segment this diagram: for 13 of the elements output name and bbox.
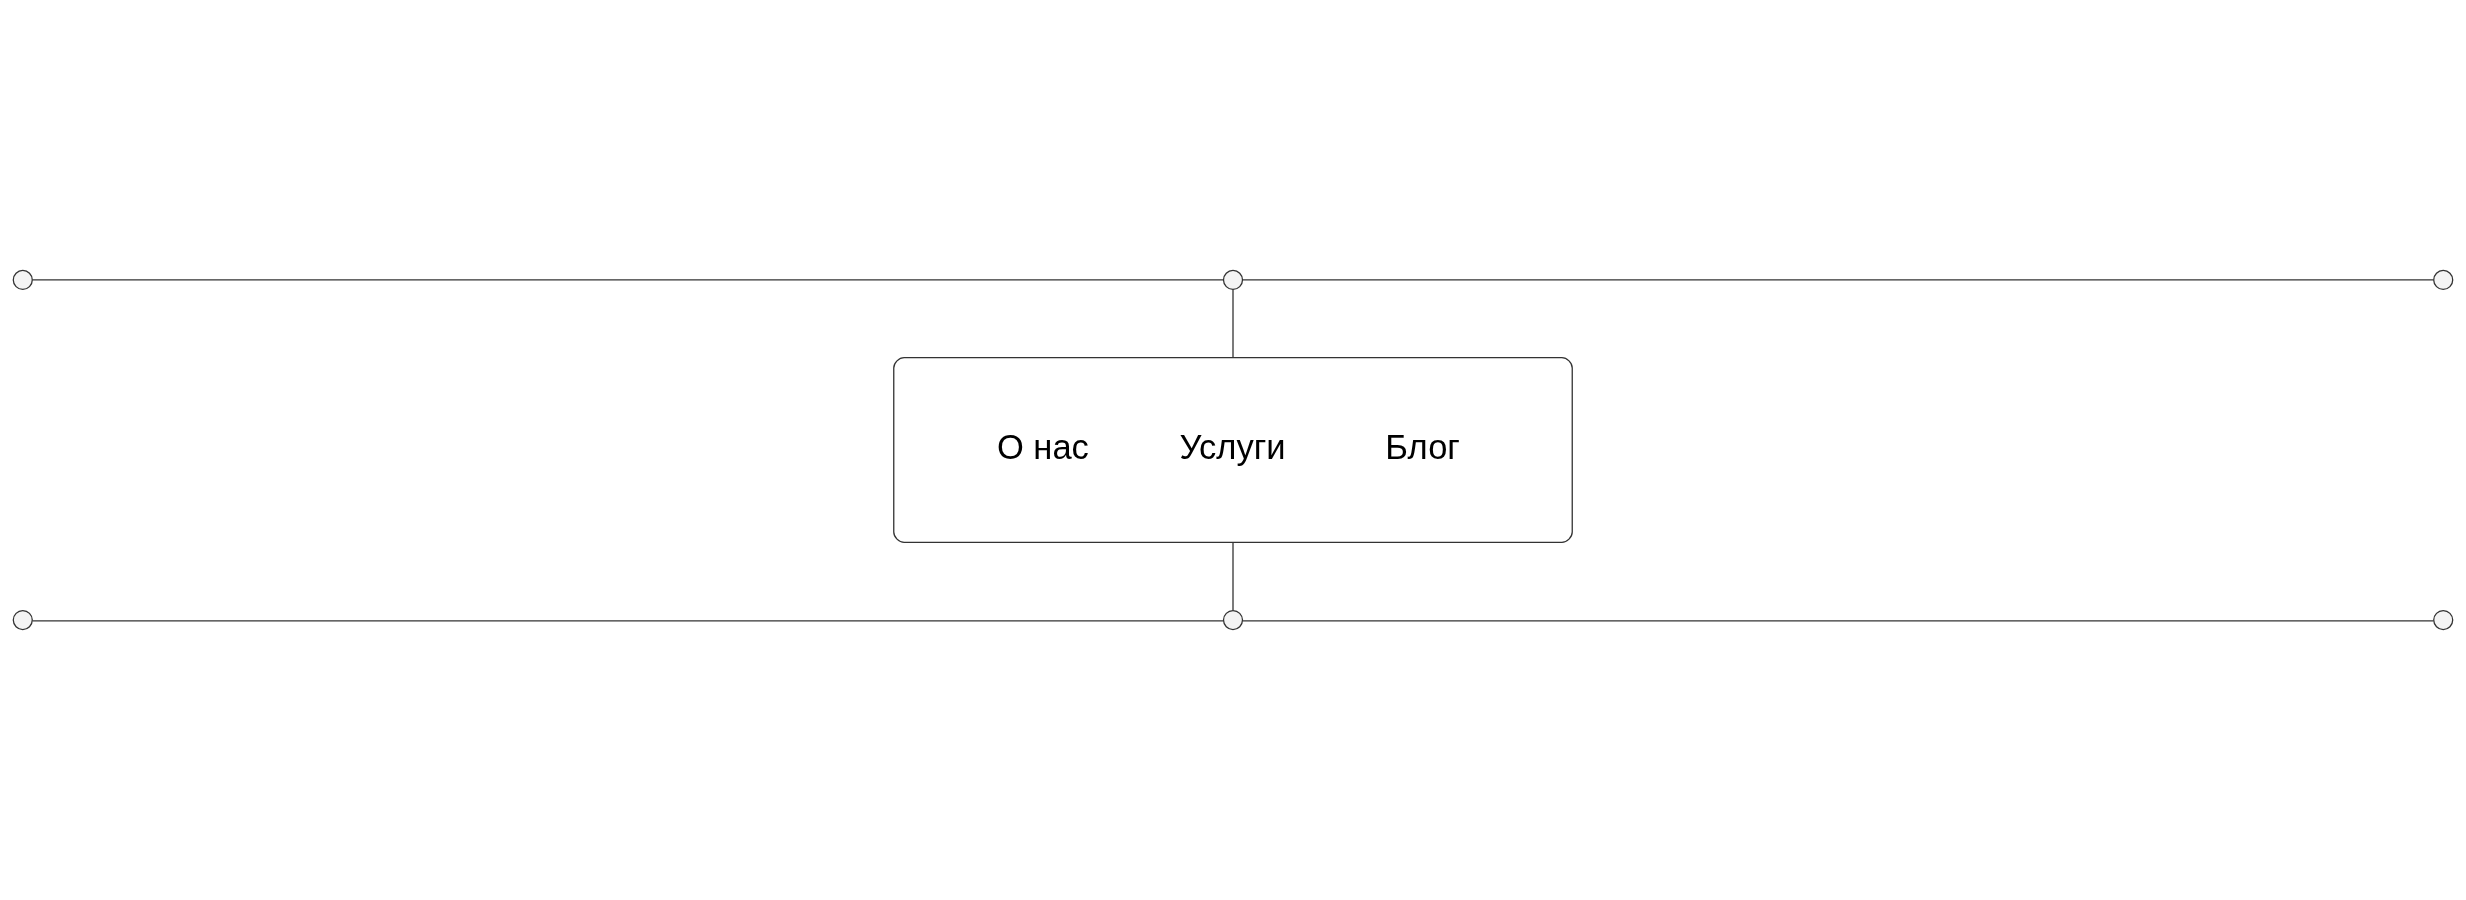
node-circle	[1222, 269, 1244, 291]
node-circle	[2433, 609, 2454, 631]
node-circle	[12, 269, 33, 291]
connector	[1242, 279, 2435, 281]
node-circle	[1222, 609, 1244, 631]
connector	[1232, 541, 1234, 611]
connector	[31, 620, 1224, 622]
connector	[31, 279, 1224, 281]
connector	[1242, 620, 2435, 622]
node-circle	[2433, 269, 2454, 291]
node-box: О нас Услуги Блог	[893, 357, 1573, 543]
node-circle	[12, 609, 33, 631]
connector	[1232, 288, 1234, 359]
